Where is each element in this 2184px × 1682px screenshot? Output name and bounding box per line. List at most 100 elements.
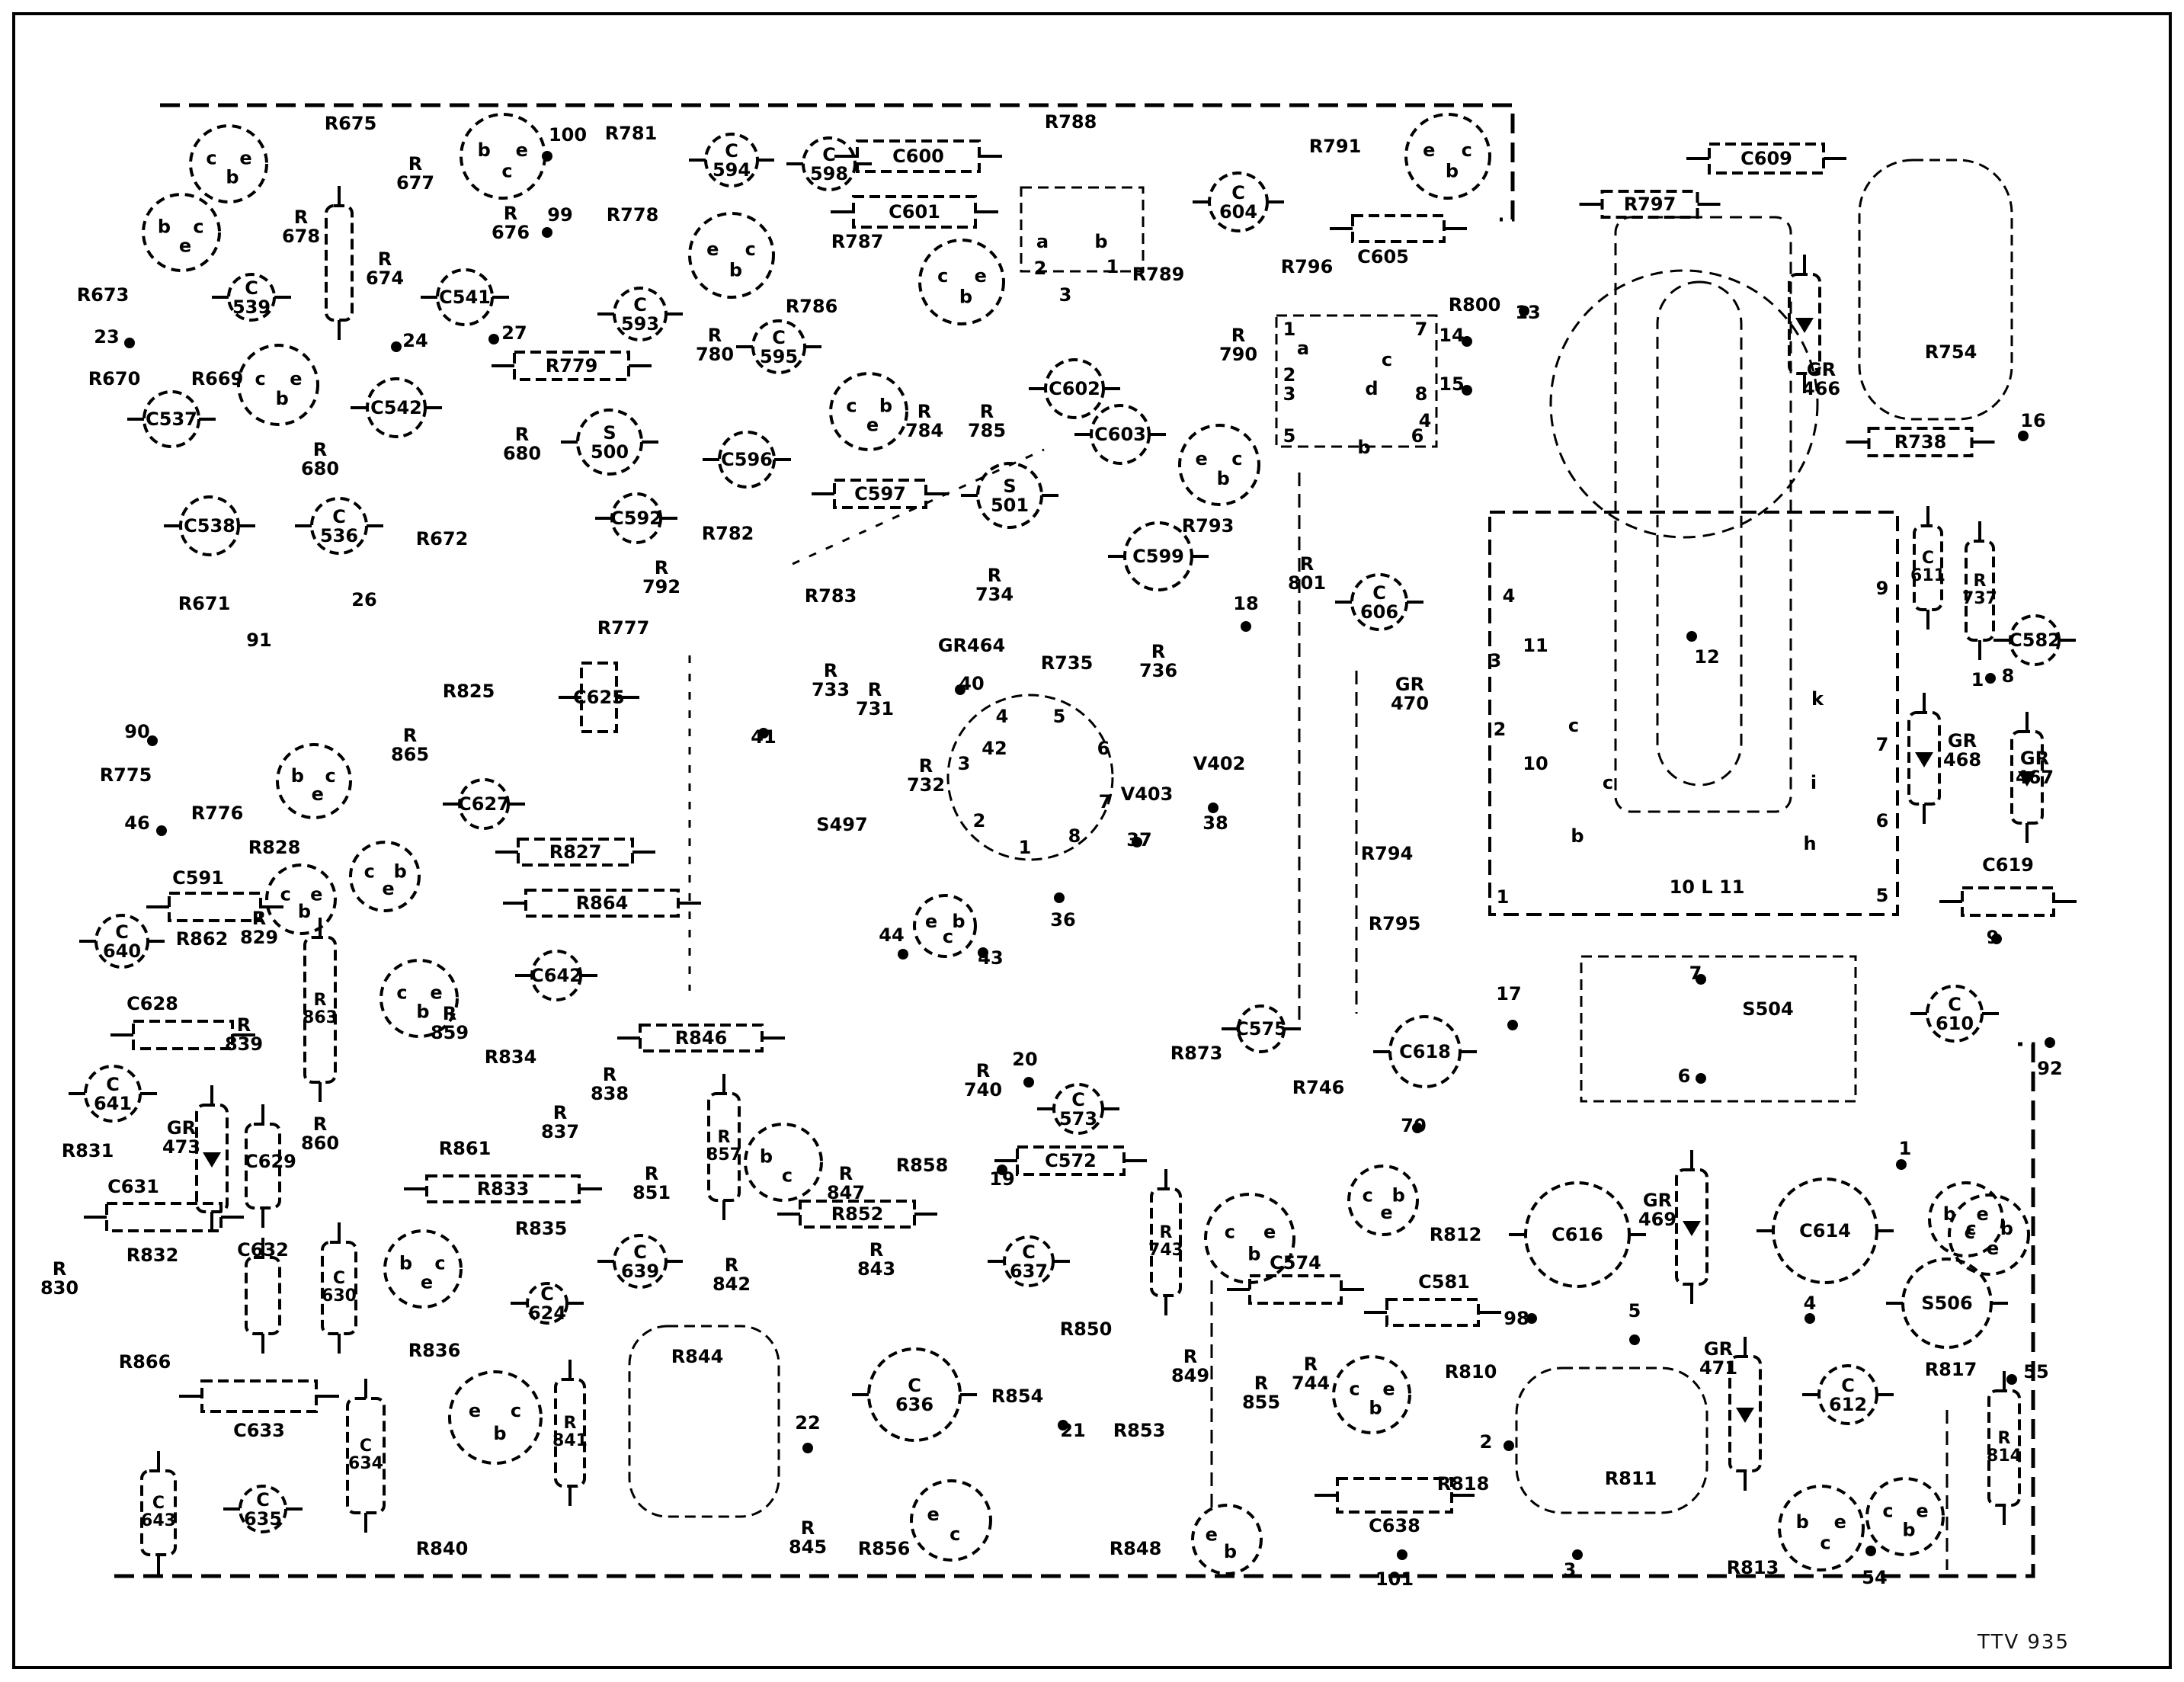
component-c-603: C603 bbox=[1074, 404, 1166, 465]
l-43: 43 bbox=[978, 947, 1003, 969]
disc-label: C538 bbox=[184, 515, 235, 537]
box-label: C600 bbox=[892, 146, 944, 167]
transistor-outline bbox=[1928, 1181, 2004, 1257]
pin-label: c bbox=[193, 216, 203, 238]
disc-label: C616 bbox=[1552, 1224, 1603, 1245]
component-c-628 bbox=[110, 1020, 255, 1050]
l-p8: 8 bbox=[1068, 825, 1081, 847]
crt-neck-circle bbox=[1549, 269, 1819, 539]
box-label: R738 bbox=[1894, 431, 1947, 453]
pin-label: e bbox=[975, 265, 987, 287]
box-label: C609 bbox=[1740, 148, 1792, 169]
l-r796: R796 bbox=[1281, 256, 1334, 277]
board-outline-bottom bbox=[114, 1042, 2035, 1578]
l-12: 12 bbox=[1694, 646, 1719, 668]
transistor-outline bbox=[1404, 113, 1491, 200]
l-91: 91 bbox=[246, 630, 271, 651]
component-c-618: C618 bbox=[1373, 1015, 1477, 1088]
l-u4: 4 bbox=[1419, 410, 1432, 431]
solder-pad bbox=[1865, 1546, 1876, 1556]
pin-label: c bbox=[364, 860, 375, 882]
box-outline bbox=[1385, 1298, 1480, 1327]
l-tr10: 10 bbox=[1523, 753, 1548, 774]
crt-yoke-inner bbox=[1656, 280, 1743, 787]
pin-label: b bbox=[493, 1423, 506, 1444]
solder-pad bbox=[1896, 1159, 1907, 1170]
pin-label: e bbox=[469, 1400, 481, 1421]
pin-label: e bbox=[706, 239, 719, 260]
pin-label: b bbox=[416, 1001, 429, 1023]
pin-label: c bbox=[1965, 1222, 1975, 1243]
l-r854: R854 bbox=[991, 1386, 1044, 1407]
box-outline bbox=[1961, 886, 2055, 917]
diode-symbol bbox=[1915, 752, 1933, 767]
transistor-outline bbox=[1865, 1477, 1945, 1556]
solder-pad bbox=[1397, 1549, 1407, 1560]
component-c-616: C616 bbox=[1509, 1181, 1646, 1288]
diode-symbol bbox=[1795, 318, 1814, 333]
solder-pad bbox=[488, 334, 499, 344]
l-u5: 5 bbox=[1283, 425, 1296, 447]
l-trc2: c bbox=[1603, 772, 1613, 793]
l-16: 16 bbox=[2020, 410, 2045, 431]
transistor-t-tl3: bce bbox=[460, 113, 546, 200]
l-ua: a bbox=[1297, 338, 1309, 359]
pin-label: c bbox=[943, 926, 953, 947]
transistor-outline bbox=[448, 1370, 543, 1465]
transistor-outline bbox=[383, 1229, 463, 1309]
r811-outline bbox=[1515, 1366, 1708, 1514]
pin-label: b bbox=[1392, 1184, 1405, 1206]
transistor-outline bbox=[1191, 1504, 1263, 1575]
transistor-t-ml2: ceb bbox=[349, 841, 421, 912]
transistor-t-tl4: cbe bbox=[237, 344, 319, 426]
l-54: 54 bbox=[1862, 1567, 1887, 1588]
l-99: 99 bbox=[547, 204, 572, 226]
transistor-t-tm2: cbe bbox=[918, 239, 1005, 325]
l-c629: C629 bbox=[245, 1151, 296, 1172]
component-c-605 bbox=[1330, 214, 1467, 243]
document-code: TTV 935 bbox=[1977, 1631, 2070, 1654]
pin-label: b bbox=[1217, 468, 1230, 489]
pin-label: c bbox=[206, 148, 216, 169]
solder-pad bbox=[156, 825, 167, 836]
l-u7: 7 bbox=[1415, 319, 1428, 340]
component-r-779: R779 bbox=[492, 351, 652, 381]
l-14: 14 bbox=[1439, 325, 1464, 346]
component-c-596: C596 bbox=[703, 431, 791, 489]
r844-outline bbox=[628, 1325, 780, 1518]
box-outline bbox=[168, 892, 262, 922]
box-label: C625 bbox=[573, 687, 625, 708]
component-r-852: R852 bbox=[777, 1200, 937, 1229]
l-r825: R825 bbox=[443, 681, 495, 702]
pin-label: b bbox=[959, 286, 972, 307]
transistor-outline bbox=[1948, 1193, 2030, 1276]
pin-label: e bbox=[290, 368, 302, 389]
solder-pad bbox=[124, 338, 135, 348]
transistor-outline bbox=[265, 863, 337, 935]
l-r856: R856 bbox=[858, 1538, 911, 1559]
